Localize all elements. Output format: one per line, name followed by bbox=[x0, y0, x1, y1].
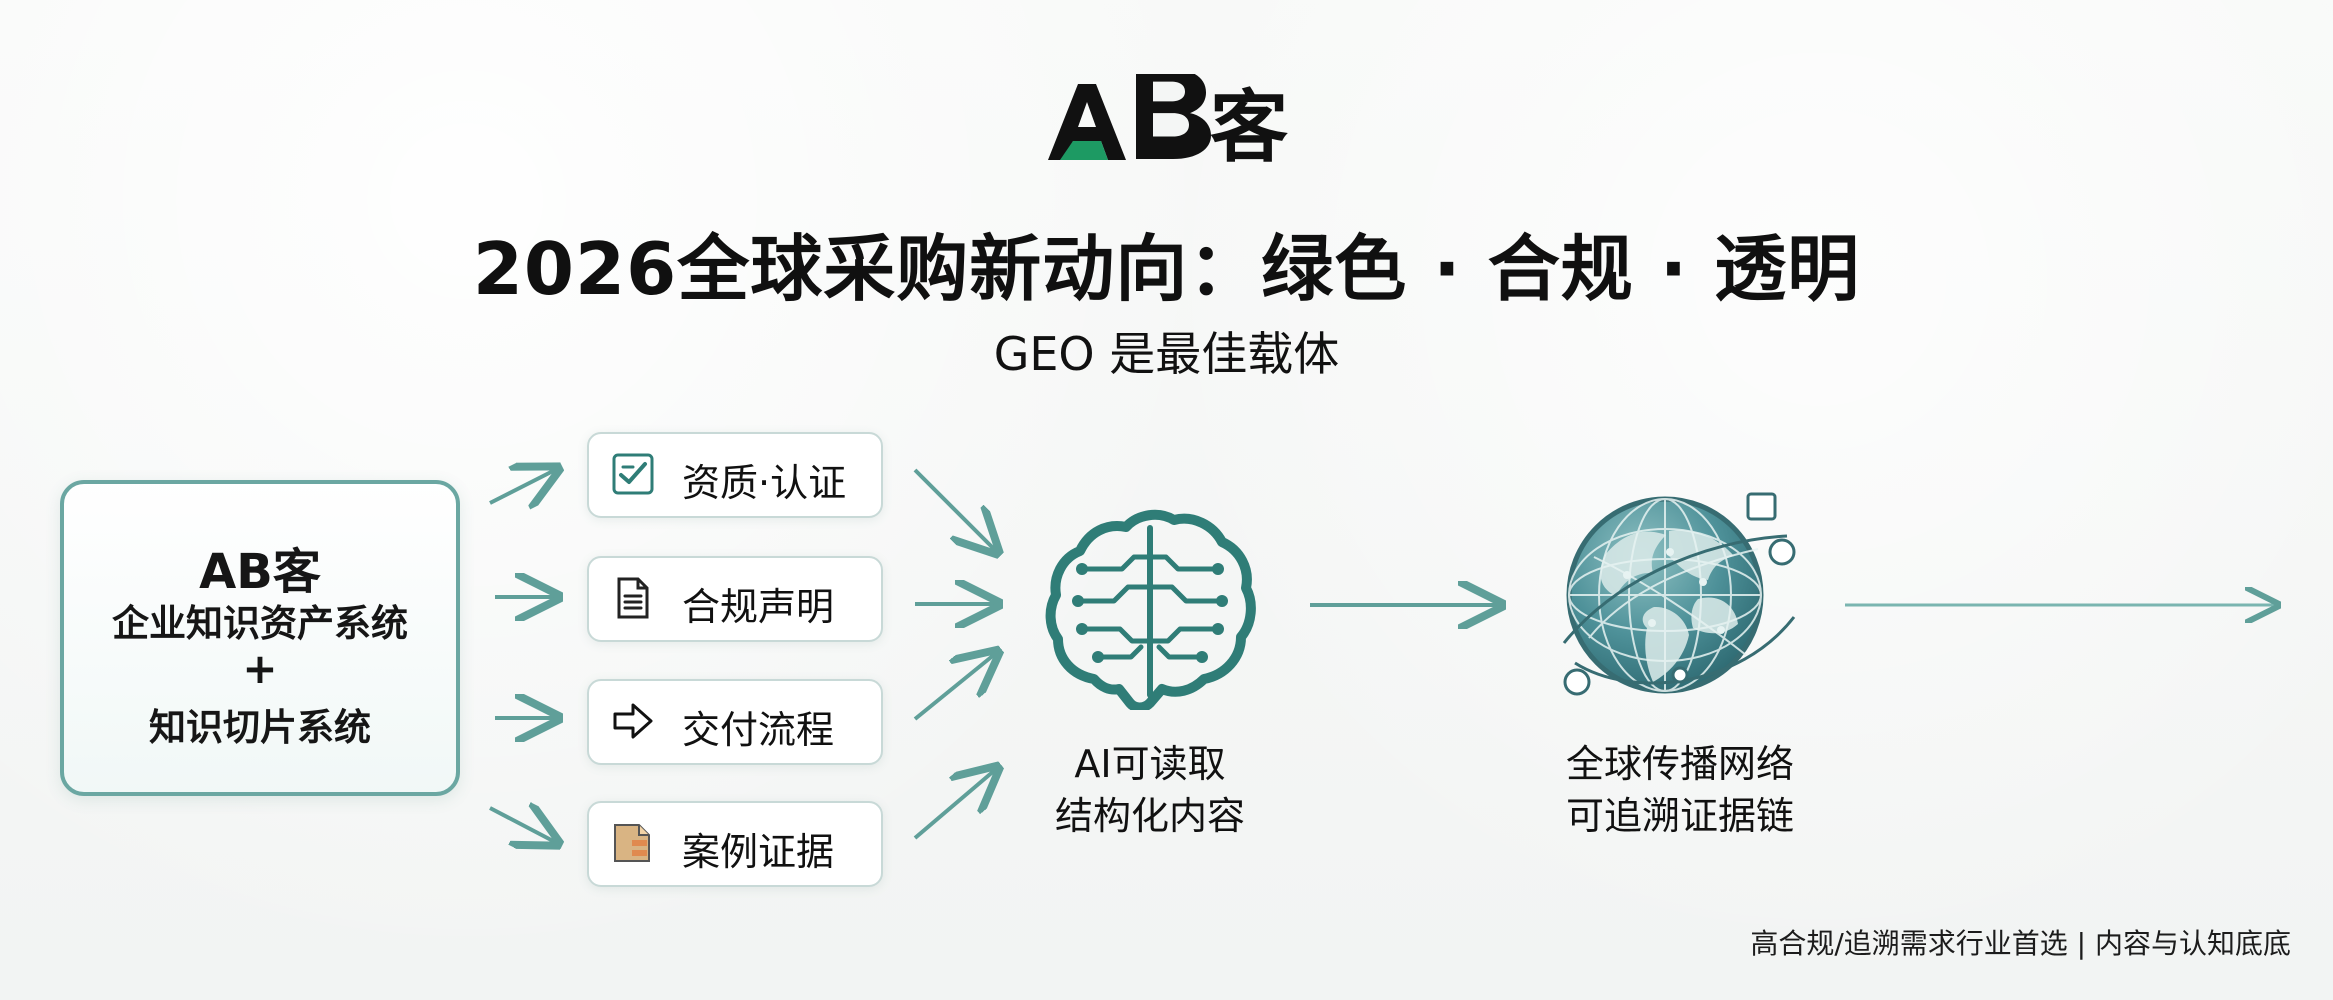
brand-logo: 客 bbox=[1048, 74, 1288, 170]
brand-logo-graphic: 客 bbox=[1048, 74, 1288, 170]
ai-node-label-line-2: 结构化内容 bbox=[1054, 794, 1245, 838]
checklist-icon bbox=[612, 453, 654, 495]
feature-card-cases: 案例证据 bbox=[587, 801, 883, 887]
ai-node-label: AI可读取 结构化内容 bbox=[1010, 738, 1290, 842]
system-box-plus: + bbox=[242, 644, 278, 693]
feature-card-compliance: 合规声明 bbox=[587, 556, 883, 642]
feature-label: 合规声明 bbox=[682, 585, 835, 629]
feature-label: 资质·认证 bbox=[682, 461, 847, 505]
document-icon bbox=[617, 577, 649, 619]
svg-text:客: 客 bbox=[1210, 83, 1288, 170]
knowledge-system-box: AB客 企业知识资产系统 + 知识切片系统 bbox=[60, 480, 460, 796]
system-box-name: AB客 bbox=[199, 544, 321, 600]
folder-icon bbox=[614, 824, 650, 862]
ai-node-label-line-1: AI可读取 bbox=[1074, 742, 1226, 786]
feature-label: 交付流程 bbox=[682, 708, 835, 752]
footer-note: 高合规/追溯需求行业首选 | 内容与认知底底 bbox=[1750, 927, 2291, 960]
brain-icon bbox=[1045, 509, 1256, 710]
feature-card-credentials: 资质·认证 bbox=[587, 432, 883, 518]
network-node-label-line-1: 全球传播网络 bbox=[1565, 742, 1794, 786]
system-box-line-2: 知识切片系统 bbox=[149, 706, 371, 749]
feature-card-delivery: 交付流程 bbox=[587, 679, 883, 765]
globe-icon bbox=[1562, 492, 1796, 696]
arrow-right-icon bbox=[613, 703, 653, 739]
feature-label: 案例证据 bbox=[682, 830, 835, 874]
system-box-line-1: 企业知识资产系统 bbox=[112, 602, 408, 645]
network-node-label: 全球传播网络 可追溯证据链 bbox=[1520, 738, 1840, 842]
page-subtitle: GEO 是最佳载体 bbox=[993, 327, 1340, 381]
network-node-label-line-2: 可追溯证据链 bbox=[1565, 794, 1794, 838]
page-title: 2026全球采购新动向：绿色 · 合规 · 透明 bbox=[472, 227, 1861, 311]
